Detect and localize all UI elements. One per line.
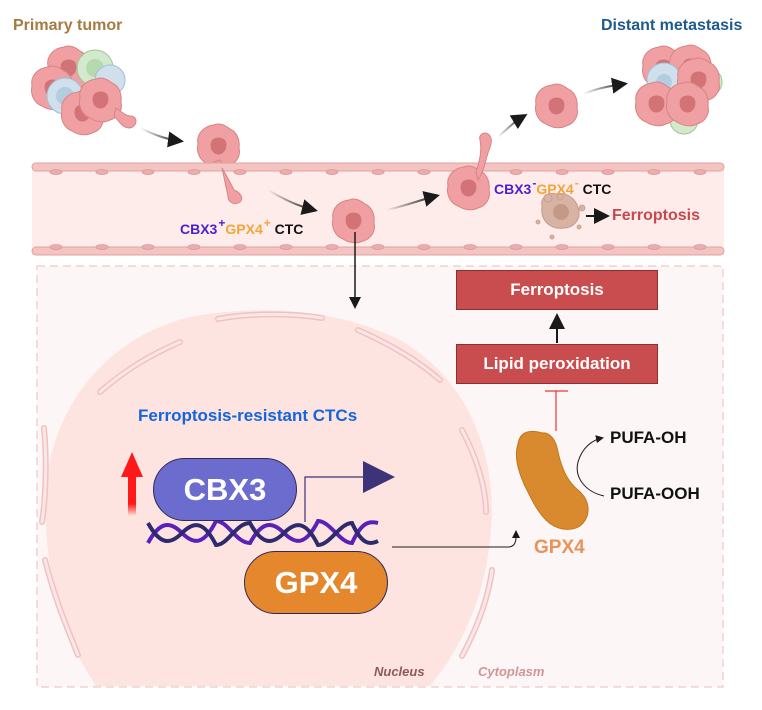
migration-arrow-3 [385, 191, 440, 211]
pufa-conversion-arrow [576, 435, 605, 497]
inhibition-line [545, 390, 568, 431]
cytoplasm-label: Cytoplasm [478, 664, 545, 679]
vessel-ferroptosis-label: Ferroptosis [612, 207, 701, 224]
pufa-oh-label: PUFA-OH [610, 428, 687, 447]
pufa-ooh-label: PUFA-OOH [610, 484, 700, 503]
metastasis-cluster [634, 44, 723, 135]
primary-tumor-title: Primary tumor [13, 17, 123, 34]
gpx4-protein-label: GPX4 [534, 537, 585, 558]
lipid-peroxidation-box: Lipid peroxidation [456, 344, 658, 384]
cbx3-text: CBX3 [494, 181, 532, 197]
ctc-positive-label: CBX3+GPX4+ CTC [180, 216, 303, 237]
migration-arrow-1 [139, 127, 184, 148]
primary-tumor-cluster [30, 45, 137, 136]
upregulation-arrow-icon [121, 452, 143, 516]
migration-arrow-2 [267, 189, 318, 215]
ferroptotic-cell [535, 193, 586, 240]
ctc-text: CTC [274, 221, 304, 237]
gpx4-gene-pill: GPX4 [244, 551, 388, 614]
gpx4-sign: - [574, 176, 579, 190]
cbx3-text: CBX3 [180, 221, 218, 237]
circulating-cell [534, 83, 578, 129]
ctc-negative-label: CBX3-GPX4- CTC [494, 176, 611, 197]
gpx4-text: GPX4 [225, 221, 263, 237]
blood-vessel [31, 162, 725, 256]
cbx3-sign: + [218, 216, 226, 230]
gpx4-protein-icon [515, 430, 589, 530]
transcription-start-arrow [304, 461, 395, 522]
migration-arrow-4 [497, 113, 528, 138]
translation-arrow [392, 530, 520, 548]
dna-helix-icon [146, 518, 379, 548]
ctc-cell-positive [331, 198, 375, 244]
ferroptosis-box: Ferroptosis [456, 270, 658, 310]
ctc-text: CTC [582, 181, 612, 197]
ferroptosis-resistant-ctcs-title: Ferroptosis-resistant CTCs [138, 406, 358, 425]
cbx3-sign: - [532, 176, 537, 190]
extravasating-cell [446, 132, 492, 211]
distant-metastasis-title: Distant metastasis [601, 17, 743, 34]
migration-arrow-5 [582, 77, 628, 95]
gpx4-text: GPX4 [536, 181, 574, 197]
nucleus-label: Nucleus [374, 664, 425, 679]
cbx3-pill: CBX3 [153, 458, 297, 521]
gpx4-sign: + [263, 216, 271, 230]
